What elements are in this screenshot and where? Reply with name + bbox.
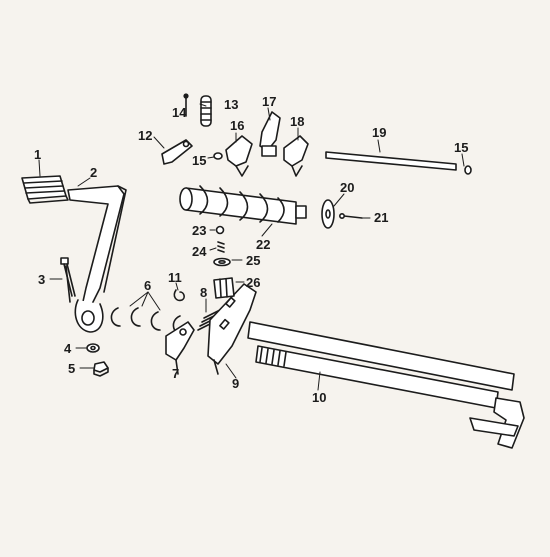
callout-14: 14: [172, 105, 187, 120]
callout-10: 10: [312, 390, 326, 405]
part-20-disc: [321, 199, 335, 229]
part-10-shift-shaft: [247, 321, 525, 449]
callout-8: 8: [200, 285, 207, 300]
callout-26: 26: [246, 275, 260, 290]
callout-24: 24: [192, 244, 207, 259]
part-7-detent-plate: [165, 321, 195, 375]
callout-15-right: 15: [454, 140, 468, 155]
callout-9: 9: [232, 376, 239, 391]
part-1-foot-pad: [21, 175, 69, 204]
part-15-washer-left: [213, 152, 223, 160]
part-25-washer: [213, 257, 231, 267]
callout-2: 2: [90, 165, 97, 180]
part-8-spring: [197, 309, 221, 331]
callout-7: 7: [172, 366, 179, 381]
part-18-selector-fork: [283, 135, 309, 177]
part-22-shift-drum: [179, 185, 307, 225]
part-12-shift-arm: [161, 139, 193, 165]
callout-23: 23: [192, 223, 206, 238]
part-9-selector-plate: [207, 283, 257, 375]
callout-25: 25: [246, 253, 260, 268]
callout-20: 20: [340, 180, 354, 195]
callout-11: 11: [168, 270, 182, 285]
callout-3: 3: [38, 272, 45, 287]
callout-15-left: 15: [192, 153, 206, 168]
callout-13: 13: [224, 97, 238, 112]
part-5-nut: [93, 361, 109, 377]
part-2-kick-lever: [65, 185, 127, 333]
part-13-spring: [200, 95, 212, 127]
part-4-washer: [86, 343, 100, 353]
part-26-plug: [213, 277, 235, 299]
callout-16: 16: [230, 118, 244, 133]
part-24-spring: [217, 241, 225, 253]
part-15-washer-right: [464, 165, 472, 175]
callout-4: 4: [64, 341, 72, 356]
part-21-screw: [338, 213, 363, 220]
callout-18: 18: [290, 114, 304, 129]
callout-21: 21: [374, 210, 388, 225]
part-3-bolt: [60, 257, 76, 297]
part-11-clip: [173, 289, 185, 302]
part-17-selector-fork: [259, 111, 281, 157]
leader-lines: [38, 99, 465, 391]
callout-19: 19: [372, 125, 386, 140]
part-19-fork-shaft: [325, 151, 457, 171]
callout-1: 1: [34, 147, 41, 162]
part-6-circlips: [110, 307, 183, 335]
callout-22: 22: [256, 237, 270, 252]
callout-12: 12: [138, 128, 152, 143]
part-23-ball: [215, 225, 225, 235]
callout-6: 6: [144, 278, 151, 293]
part-16-selector-fork: [225, 135, 253, 177]
callout-17: 17: [262, 94, 276, 109]
callout-5: 5: [68, 361, 75, 376]
callout-labels: 1 2 3 4 5 6 7 8 9 10 11 12 13 14 15 15 1…: [34, 94, 468, 405]
